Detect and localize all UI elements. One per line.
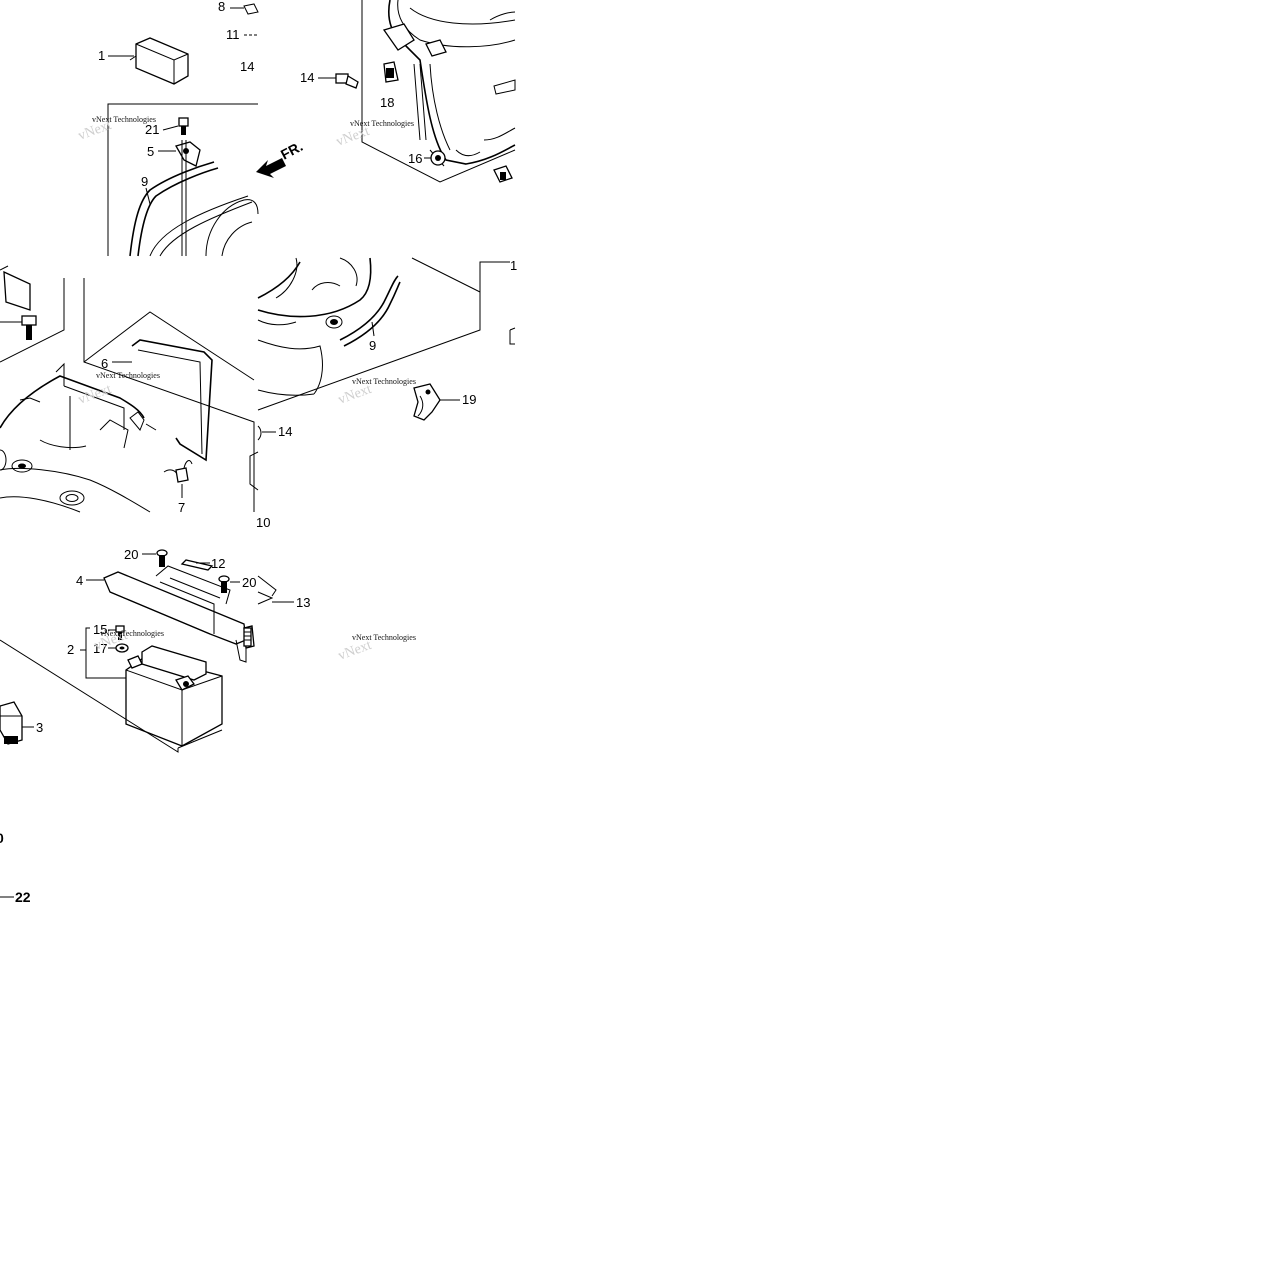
panel-middle-left: 6 7 vNext vNext Technologies <box>0 265 255 515</box>
callout-1: 1 <box>98 48 105 63</box>
callout-9-mid: 9 <box>369 338 376 353</box>
callout-10: 10 <box>256 515 270 530</box>
part-21-bolt <box>178 117 189 135</box>
part-7-hook <box>163 460 193 483</box>
part-1-relay-cap <box>129 37 189 85</box>
callout-6: 6 <box>101 356 108 371</box>
part-3-fuse-box <box>0 701 23 745</box>
part-5-clamp <box>175 141 201 167</box>
callout-16: 16 <box>408 151 422 166</box>
panel-battery: 20 12 20 13 4 2 <box>0 547 416 753</box>
callout-9-top: 9 <box>141 174 148 189</box>
edge-callouts: 0 22 <box>0 830 31 905</box>
part-13-label <box>257 575 277 605</box>
part-15-bolt <box>115 625 125 640</box>
callout-7: 7 <box>178 500 185 515</box>
watermark-1: vNext Technologies <box>92 115 156 124</box>
callout-11: 11 <box>226 27 240 42</box>
part-14-screw <box>335 73 359 89</box>
callout-22: 22 <box>15 889 31 905</box>
callout-13: 13 <box>296 595 310 610</box>
part-stud <box>243 627 252 647</box>
watermark-3: vNext Technologies <box>96 371 160 380</box>
callout-20-a: 20 <box>124 547 138 562</box>
watermark-5: vNext Technologies <box>100 629 164 638</box>
svg-text:vNext: vNext <box>76 382 113 408</box>
callout-21: 21 <box>145 122 159 137</box>
part-16-nut <box>430 150 446 166</box>
callout-1-right: 1 <box>510 258 517 273</box>
part-18-clip <box>383 61 399 83</box>
panel-top-left: 8 11 14 1 21 5 F <box>76 0 305 257</box>
front-direction-arrow: FR. <box>256 138 305 178</box>
callout-19: 19 <box>462 392 476 407</box>
part-battery <box>125 645 223 747</box>
panel-top-right: 14 18 16 vNext vNext Technologies <box>300 0 516 183</box>
part-6-seal <box>131 339 213 462</box>
callout-2: 2 <box>67 642 74 657</box>
callout-3: 3 <box>36 720 43 735</box>
callout-14-right: 14 <box>300 70 314 85</box>
watermark-2: vNext Technologies <box>350 119 414 128</box>
part-17-nut <box>115 643 129 653</box>
callout-15: 15 <box>93 622 107 637</box>
callout-20-b: 20 <box>242 575 256 590</box>
callout-12: 12 <box>211 556 225 571</box>
callout-18: 18 <box>380 95 394 110</box>
callout-17: 17 <box>93 641 107 656</box>
part-label-card <box>3 270 31 311</box>
part-9-rubber <box>339 275 399 341</box>
part-bolt-right <box>493 165 513 183</box>
callout-4: 4 <box>76 573 83 588</box>
part-9-guide <box>129 161 215 257</box>
part-20-screw-b <box>218 575 230 593</box>
callout-edge: 0 <box>0 830 4 846</box>
part-20-screw-a <box>156 549 168 567</box>
callout-14-top: 14 <box>240 59 254 74</box>
watermark-4: vNext Technologies <box>352 377 416 386</box>
part-bolt-left <box>21 315 37 340</box>
panel-middle-right: 1 9 19 14 10 vNext vNex <box>249 257 517 530</box>
watermark-6: vNext Technologies <box>352 633 416 642</box>
part-19-hinge <box>413 383 441 421</box>
callout-8: 8 <box>218 0 225 14</box>
part-8-shape <box>243 3 259 15</box>
part-12-strip <box>180 559 214 571</box>
callout-14-mid: 14 <box>278 424 292 439</box>
callout-5: 5 <box>147 144 154 159</box>
